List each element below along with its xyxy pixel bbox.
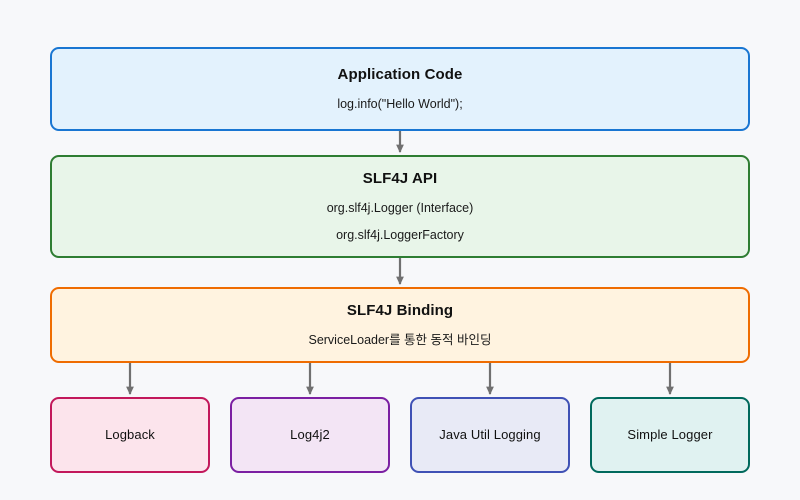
node-logback[interactable]: Logback [50,397,210,473]
node-log4j2[interactable]: Log4j2 [230,397,390,473]
node-slf4j-api-line-1: org.slf4j.Logger (Interface) [326,200,474,215]
node-slf4j-api[interactable]: SLF4J API org.slf4j.Logger (Interface) o… [50,155,750,258]
node-logback-title: Logback [105,427,155,443]
node-application-code-line-1: log.info("Hello World"); [337,96,463,111]
node-simple-logger-title: Simple Logger [627,427,713,443]
node-simple-logger[interactable]: Simple Logger [590,397,750,473]
node-slf4j-binding-title: SLF4J Binding [346,301,454,319]
node-slf4j-api-line-2: org.slf4j.LoggerFactory [336,227,464,242]
node-slf4j-api-title: SLF4J API [362,169,438,187]
node-java-util-logging-title: Java Util Logging [439,427,541,443]
node-slf4j-binding-line-1: ServiceLoader를 통한 동적 바인딩 [308,332,492,347]
node-application-code-title: Application Code [337,65,463,83]
node-slf4j-binding[interactable]: SLF4J Binding ServiceLoader를 통한 동적 바인딩 [50,287,750,363]
node-java-util-logging[interactable]: Java Util Logging [410,397,570,473]
node-log4j2-title: Log4j2 [290,427,330,443]
node-application-code[interactable]: Application Code log.info("Hello World")… [50,47,750,131]
